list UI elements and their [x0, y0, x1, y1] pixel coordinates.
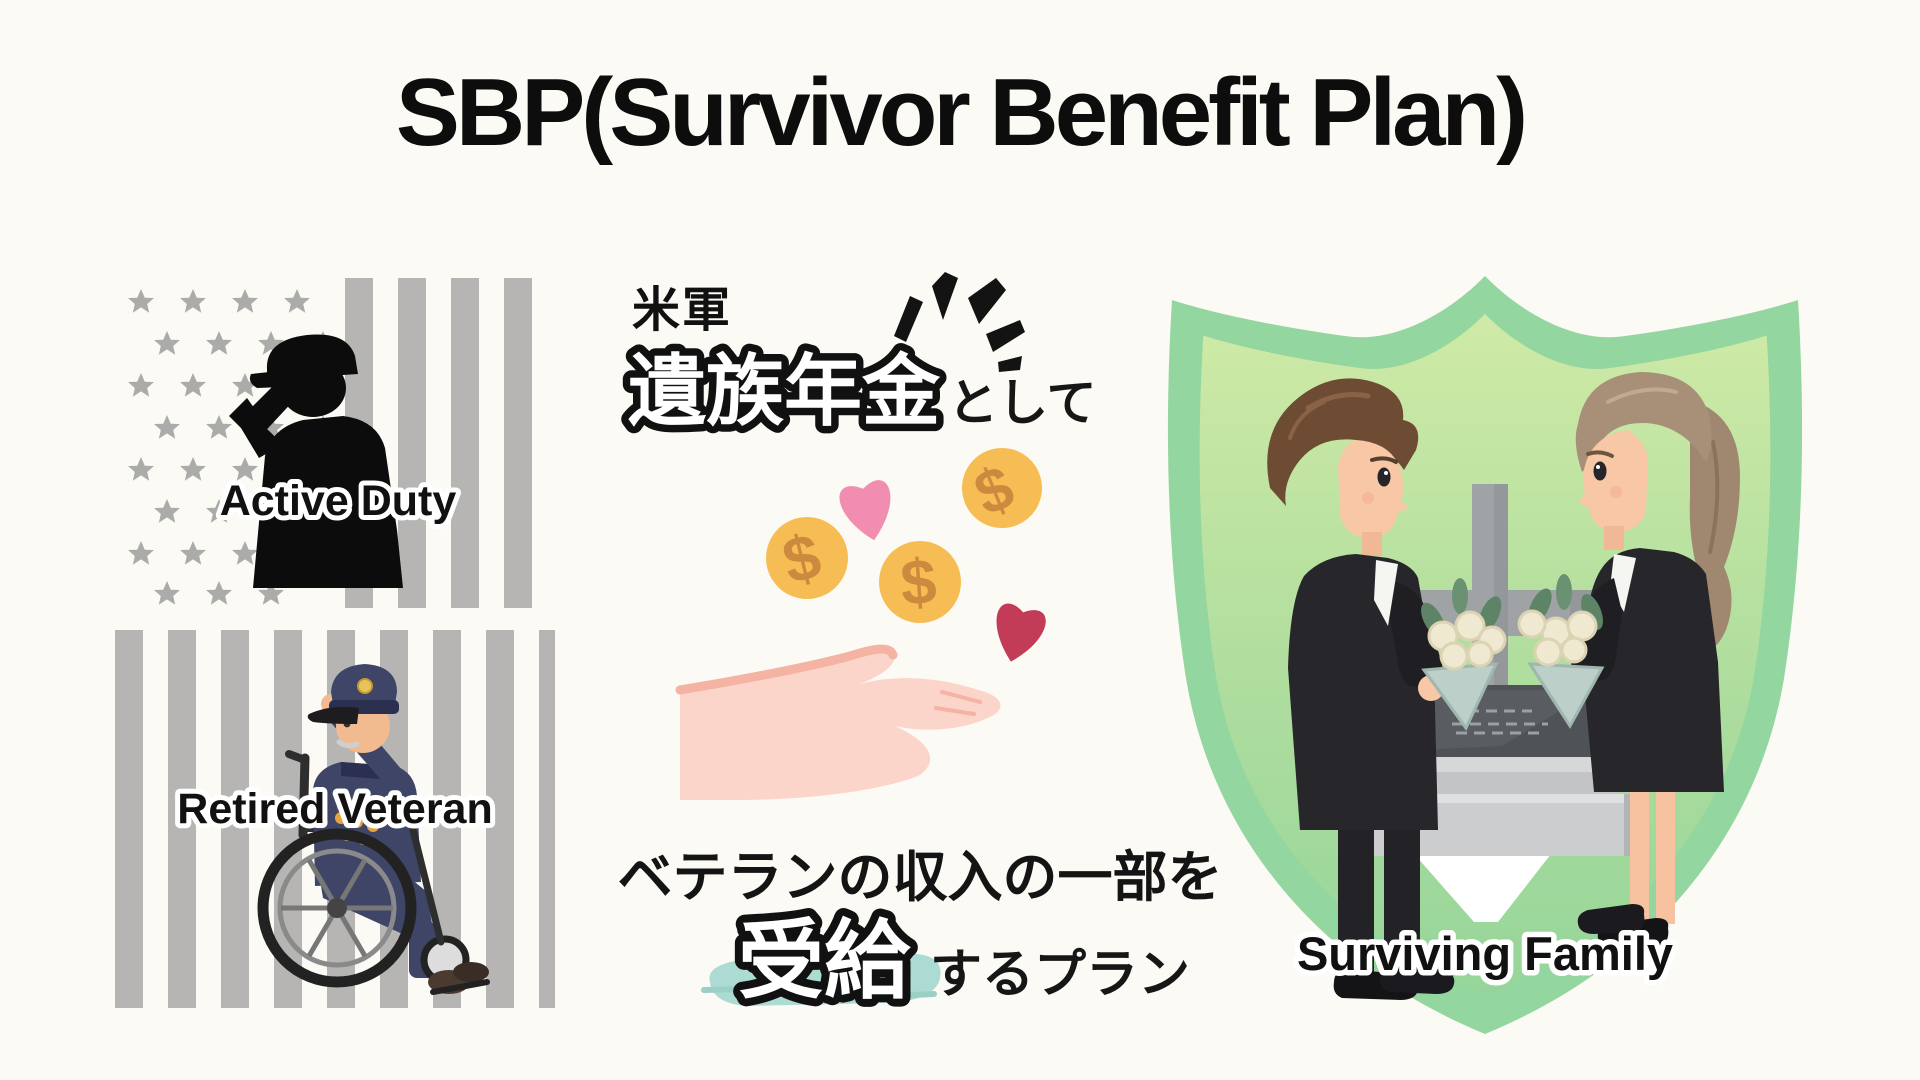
pension-suffix-text: として: [948, 375, 1097, 431]
mourner-man-icon: [1267, 378, 1507, 1000]
surviving-family-label: Surviving Family: [1297, 927, 1673, 980]
open-hand: [675, 644, 1001, 800]
heart-icon: [837, 478, 900, 546]
sparkle-icon: [894, 272, 1025, 372]
pension-emphasis-text: 遺族年金: [628, 347, 941, 435]
svg-text:Active Duty: Active Duty: [220, 477, 457, 525]
pension-line: 遺族年金 として: [621, 340, 1097, 443]
wheelchair-wheel: [257, 828, 417, 988]
dollar-coin-icon: $: [962, 448, 1042, 529]
retired-veteran-label: Retired Veteran: [172, 780, 497, 838]
active-duty-label: Active Duty: [215, 472, 462, 530]
kicker-text: 米軍: [632, 284, 733, 337]
receive-emphasis-text: 受給: [738, 913, 911, 1009]
mourner-woman-icon: [1517, 372, 1740, 960]
giving-hand-icon: $ $ $: [675, 448, 1049, 800]
receive-suffix-text: するプラン: [930, 946, 1190, 1004]
description-text: ベテランの収入の一部を: [617, 846, 1223, 908]
veteran-wheelchair-icon: [257, 664, 490, 995]
page-title: SBP(Survivor Benefit Plan): [395, 59, 1528, 166]
us-flag-graphic: Active Duty: [115, 278, 555, 1010]
bouquet-icon: [1421, 578, 1507, 731]
bouquet-icon: [1517, 574, 1605, 729]
dollar-coin-icon: $: [879, 541, 961, 623]
svg-text:$: $: [898, 545, 939, 619]
dollar-coin-icon: $: [766, 517, 848, 599]
saluting-soldier-icon: [229, 334, 403, 588]
shield-icon: Surviving Family: [1167, 276, 1803, 1034]
receive-line: 受給 するプラン: [701, 905, 1190, 1017]
heart-icon: [986, 601, 1049, 668]
svg-text:Retired Veteran: Retired Veteran: [177, 785, 492, 833]
teal-brush-highlight: [709, 954, 941, 1006]
